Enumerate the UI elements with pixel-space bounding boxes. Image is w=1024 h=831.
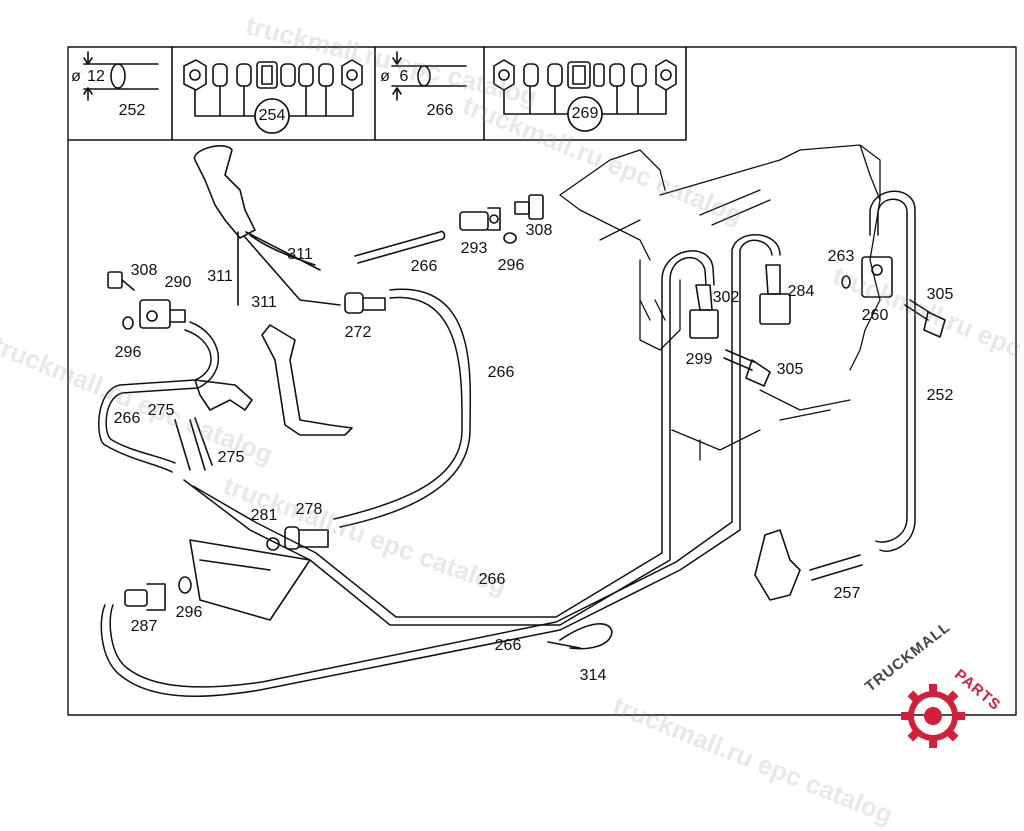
bolt-308-top [514, 194, 544, 220]
legend-dia-value-1: 12 [87, 68, 105, 85]
callout-266-right[interactable]: 266 [487, 364, 515, 381]
callout-311-a[interactable]: 311 [287, 246, 313, 263]
callout-311-b[interactable]: 311 [207, 268, 233, 285]
fitting-260 [861, 256, 893, 298]
callout-278[interactable]: 278 [295, 501, 323, 518]
pedal [261, 324, 353, 436]
hose-6-icon [391, 51, 467, 101]
tee-275 [174, 379, 253, 471]
washer-281 [266, 537, 280, 551]
bolt-305-mid [723, 349, 771, 387]
hose-266-top [333, 288, 472, 528]
callout-290[interactable]: 290 [164, 274, 192, 291]
valve-299 [689, 284, 719, 339]
washer-296-top [503, 232, 517, 244]
fitting-278 [284, 526, 329, 550]
washer-296-left [122, 316, 134, 330]
clamp-314 [547, 623, 613, 650]
hose-266-long-2 [100, 234, 781, 697]
fitting-287 [124, 583, 166, 611]
callout-296-top[interactable]: 296 [497, 257, 525, 274]
callout-266-bottom[interactable]: 266 [478, 571, 506, 588]
bolt-305-right [904, 299, 946, 338]
callout-305-mid[interactable]: 305 [776, 361, 804, 378]
legend-dia-symbol-2: ø [380, 68, 390, 85]
callout-293[interactable]: 293 [460, 240, 488, 257]
callout-314[interactable]: 314 [579, 667, 607, 684]
legend-dia-symbol-1: ø [71, 68, 81, 85]
callout-296-bottom[interactable]: 296 [175, 604, 203, 621]
hose-266-straight [354, 230, 446, 264]
hose-12-icon [83, 51, 159, 101]
hose-266-long-1 [183, 250, 715, 626]
gear-logo-icon [901, 684, 965, 748]
engine-block [559, 144, 881, 461]
diagram-frame [67, 46, 1017, 716]
callout-284[interactable]: 284 [787, 283, 815, 300]
callout-254[interactable]: 254 [258, 107, 286, 124]
legend-dia-value-2: 6 [399, 68, 409, 85]
washer-263 [841, 275, 851, 289]
callout-305-right[interactable]: 305 [926, 286, 954, 303]
callout-252-legend[interactable]: 252 [118, 102, 146, 119]
callout-287[interactable]: 287 [130, 618, 158, 635]
control-lever [194, 145, 341, 306]
parts-diagram: truckmall.ru epc catalog truckmall.ru ep… [0, 10, 1024, 830]
connector-272 [344, 292, 386, 314]
callout-275-a[interactable]: 275 [147, 402, 175, 419]
valve-257-group [754, 529, 863, 601]
callout-260[interactable]: 260 [861, 307, 889, 324]
callout-275-b[interactable]: 275 [217, 449, 245, 466]
tee-290 [139, 299, 186, 329]
ref-circle-254 [254, 98, 290, 134]
callout-266-upper[interactable]: 266 [410, 258, 438, 275]
callout-266-legend[interactable]: 266 [426, 102, 454, 119]
diagram-drawing [67, 46, 1017, 716]
hose-252 [869, 190, 916, 552]
callout-266-lowest[interactable]: 266 [494, 637, 522, 654]
callout-311-c[interactable]: 311 [251, 294, 277, 311]
callout-296-left[interactable]: 296 [114, 344, 142, 361]
ref-circle-269 [567, 96, 603, 132]
callout-302[interactable]: 302 [712, 289, 740, 306]
tee-293 [459, 207, 501, 231]
hose-266-left [98, 321, 220, 473]
callout-281[interactable]: 281 [250, 507, 278, 524]
callout-263[interactable]: 263 [827, 248, 855, 265]
brand-logo: TRUCKMALL PARTS [858, 618, 1022, 748]
callout-308-top[interactable]: 308 [525, 222, 553, 239]
reservoir-bracket [189, 539, 311, 621]
callout-252[interactable]: 252 [926, 387, 954, 404]
washer-296-bottom [178, 576, 192, 594]
callout-266-left[interactable]: 266 [113, 410, 141, 427]
callout-272[interactable]: 272 [344, 324, 372, 341]
bolt-308-left [107, 271, 135, 291]
callout-269[interactable]: 269 [571, 105, 599, 122]
valve-284 [759, 264, 791, 325]
legend-box [67, 46, 687, 141]
callout-308-left[interactable]: 308 [130, 262, 158, 279]
callout-299[interactable]: 299 [685, 351, 713, 368]
callout-257[interactable]: 257 [833, 585, 861, 602]
